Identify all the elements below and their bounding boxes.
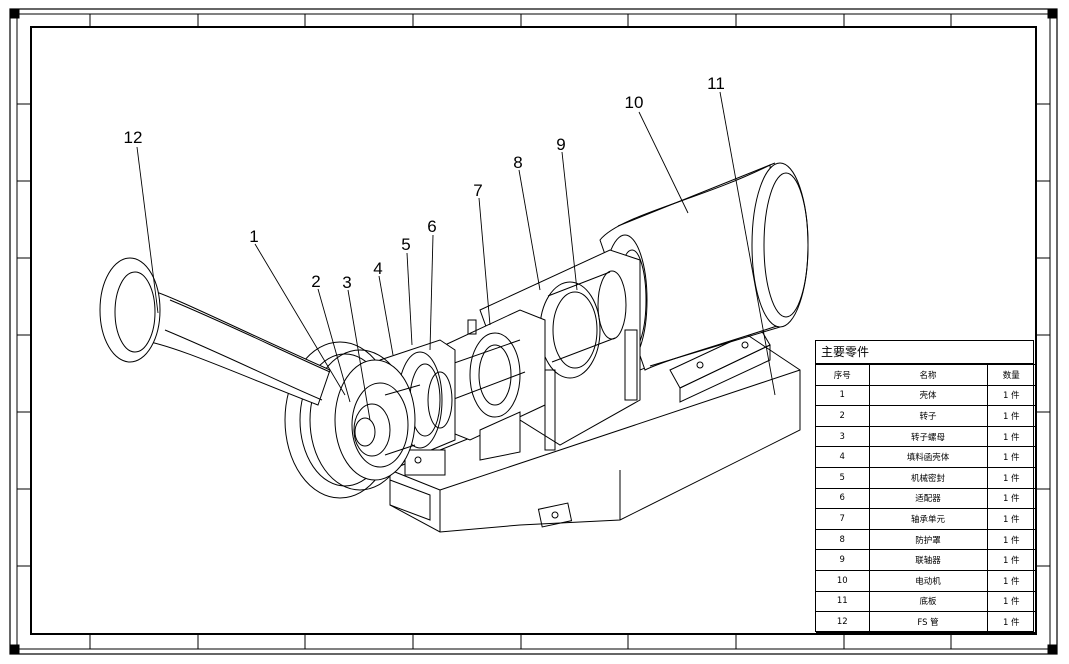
fs-pipe [99,257,331,406]
drawing-frame [9,8,1058,655]
callout-8: 8 [513,153,522,172]
part-index: 10 [816,569,870,592]
leader-lines [136,91,776,421]
part-index: 7 [816,508,870,530]
part-name: 转子螺母 [868,425,988,448]
part-name: 机械密封 [868,466,988,489]
callout-5: 5 [401,235,410,254]
callouts: 1 2 3 4 5 6 7 8 9 10 11 12 [124,74,725,292]
part-index: 9 [816,549,870,571]
part-quantity: 1 件 [986,590,1035,613]
callout-3: 3 [342,273,351,292]
part-quantity: 1 件 [986,446,1035,468]
part-quantity: 1 件 [986,487,1035,510]
part-name: 联轴器 [868,549,988,571]
part-name: 填料函壳体 [868,446,988,468]
part-index: 2 [816,405,870,427]
part-name: 转子 [868,405,988,427]
part-quantity: 1 件 [986,425,1035,448]
header-quantity: 数量 [986,364,1035,386]
callout-2: 2 [311,272,320,291]
part-quantity: 1 件 [986,549,1035,571]
part-index: 4 [816,446,870,468]
part-index: 11 [816,590,870,613]
part-index: 3 [816,425,870,448]
header-name: 名称 [868,364,988,386]
part-quantity: 1 件 [986,508,1035,530]
callout-11: 11 [707,74,725,93]
part-name: 壳体 [868,384,988,407]
part-name: FS 管 [868,611,988,633]
header-index: 序号 [816,364,870,386]
part-quantity: 1 件 [986,405,1035,427]
part-name: 适配器 [868,487,988,510]
parts-list-header: 序号 名称 数量 [816,364,1035,386]
part-index: 5 [816,466,870,489]
callout-10: 10 [625,93,644,112]
part-name: 防护罩 [868,528,988,551]
callout-12: 12 [124,128,143,147]
part-index: 1 [816,384,870,407]
callout-7: 7 [473,181,482,200]
motor [599,162,809,371]
part-quantity: 1 件 [986,528,1035,551]
callout-9: 9 [556,135,565,154]
part-quantity: 1 件 [986,466,1035,489]
part-quantity: 1 件 [986,611,1035,633]
callout-1: 1 [249,227,258,246]
bearing-unit [419,309,546,461]
part-quantity: 1 件 [986,384,1035,407]
part-quantity: 1 件 [986,569,1035,592]
callout-4: 4 [373,259,382,278]
part-name: 底板 [868,590,988,613]
part-index: 8 [816,528,870,551]
parts-list-title: 主要零件 [816,341,1033,364]
part-index: 12 [816,611,870,633]
part-index: 6 [816,487,870,510]
callout-6: 6 [427,217,436,236]
part-name: 轴承单元 [868,508,988,530]
part-name: 电动机 [868,569,988,592]
